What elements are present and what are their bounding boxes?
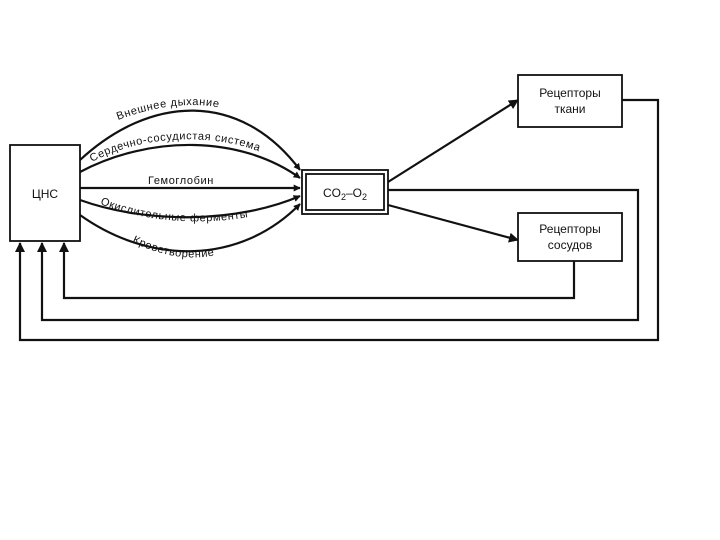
tissue-receptors-line2: ткани: [554, 102, 585, 116]
blood-formation-arrow: [78, 202, 302, 253]
oxidative-enzymes-label: Окислительные ферменты: [99, 196, 249, 225]
vessel-receptors-line2: сосудов: [548, 238, 592, 252]
cns-label: ЦНС: [32, 187, 59, 201]
blood-formation-label: Кроветворение: [131, 234, 216, 261]
tissue-receptors-line1: Рецепторы: [539, 86, 600, 100]
feedback-tissue-receptors: [15, 98, 660, 342]
gases-label: CO2–O2: [323, 186, 367, 202]
vessel-receptors-box: [517, 212, 623, 262]
feedback-vessel-receptors: [59, 242, 576, 300]
feedback-gases: [37, 188, 640, 322]
vessel-receptors-line1: Рецепторы: [539, 222, 600, 236]
cns-box: [9, 144, 81, 242]
cardiovascular-label: Сердечно-сосудистая система: [88, 130, 263, 164]
hemoglobin-label: Гемоглобин: [148, 175, 214, 187]
gases-box-inner: [305, 173, 385, 211]
to-vessel-receptors-arrow: [387, 203, 519, 243]
external-breathing-label: Внешнее дыхание: [115, 96, 221, 123]
tissue-receptors-box: [517, 74, 623, 128]
to-tissue-receptors-arrow: [387, 99, 519, 183]
